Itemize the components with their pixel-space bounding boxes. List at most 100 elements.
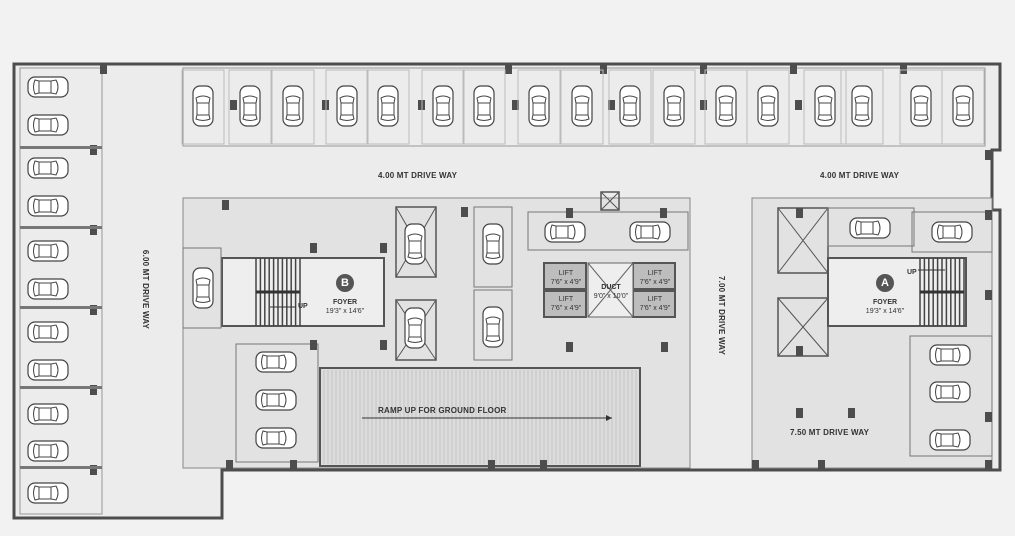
car-windshield — [407, 233, 423, 242]
car-rear-window — [935, 347, 942, 363]
parking-bay — [228, 69, 272, 145]
car-icon — [814, 85, 836, 127]
parking-bay — [182, 247, 222, 329]
car-rear-window — [550, 224, 557, 240]
car-body — [27, 440, 69, 462]
lift-name: LIFT — [647, 270, 663, 277]
car-rear-window — [574, 114, 590, 121]
car-icon — [27, 195, 69, 217]
core-block-a — [751, 197, 993, 469]
car-rear-window — [33, 198, 40, 214]
parking-bay — [746, 69, 790, 145]
car-icon — [27, 76, 69, 98]
car-windshield — [339, 95, 355, 104]
lift-label: LIFT 7'6" x 4'9" — [634, 269, 676, 287]
foyer-b-name: FOYER — [332, 299, 358, 306]
duct-cross — [587, 262, 634, 318]
car-icon — [482, 306, 504, 348]
structural-column — [600, 64, 607, 74]
car-body — [377, 85, 399, 127]
car-body — [931, 221, 973, 243]
structural-column — [796, 346, 803, 356]
car-windshield — [278, 430, 287, 446]
car-rear-window — [935, 432, 942, 448]
car-body — [27, 195, 69, 217]
car-body — [528, 85, 550, 127]
parking-bay-row — [182, 67, 986, 147]
parking-bay — [421, 69, 465, 145]
car-icon — [27, 278, 69, 300]
parking-bay — [181, 69, 225, 145]
car-icon — [849, 217, 891, 239]
car-rear-window — [33, 406, 40, 422]
car-rear-window — [261, 354, 268, 370]
cutout-cross — [600, 191, 620, 211]
car-windshield — [242, 95, 258, 104]
car-body — [282, 85, 304, 127]
structural-column — [230, 100, 237, 110]
car-body — [910, 85, 932, 127]
car-icon — [27, 440, 69, 462]
car-windshield — [380, 95, 396, 104]
car-icon — [757, 85, 779, 127]
structural-column — [752, 460, 759, 470]
structural-column — [985, 290, 992, 300]
parking-bay — [366, 69, 410, 145]
car-windshield — [666, 95, 682, 104]
car-icon — [929, 429, 971, 451]
car-body — [571, 85, 593, 127]
car-rear-window — [33, 243, 40, 259]
car-rear-window — [33, 362, 40, 378]
car-body — [629, 221, 671, 243]
car-windshield — [50, 443, 59, 459]
car-windshield — [195, 95, 211, 104]
structural-column — [290, 460, 297, 470]
car-body — [663, 85, 685, 127]
car-icon — [255, 389, 297, 411]
shaft-a-cross — [777, 207, 829, 274]
car-icon — [239, 85, 261, 127]
car-windshield — [278, 354, 287, 370]
car-rear-window — [261, 392, 268, 408]
lift-name: LIFT — [558, 270, 574, 277]
parking-bay — [608, 69, 652, 145]
car-rear-window — [817, 114, 833, 121]
car-body — [27, 240, 69, 262]
car-windshield — [760, 95, 776, 104]
car-rear-window — [531, 114, 547, 121]
car-windshield — [476, 95, 492, 104]
car-icon — [929, 381, 971, 403]
structural-column — [661, 342, 668, 352]
parking-bay — [325, 69, 369, 145]
car-windshield — [195, 277, 211, 286]
car-rear-window — [33, 443, 40, 459]
car-body — [255, 389, 297, 411]
lift-name: LIFT — [558, 296, 574, 303]
structural-column — [900, 64, 907, 74]
car-rear-window — [33, 324, 40, 340]
car-body — [27, 278, 69, 300]
structural-column — [795, 100, 802, 110]
car-rear-window — [855, 220, 862, 236]
parking-bay — [560, 69, 604, 145]
car-windshield — [817, 95, 833, 104]
car-windshield — [50, 79, 59, 95]
car-windshield — [50, 406, 59, 422]
structural-column — [985, 412, 992, 422]
car-body — [192, 267, 214, 309]
structural-column — [796, 208, 803, 218]
car-icon — [851, 85, 873, 127]
car-body — [27, 76, 69, 98]
car-icon — [931, 221, 973, 243]
lift-size: 7'6" x 4'9" — [639, 279, 671, 286]
car-icon — [27, 157, 69, 179]
car-rear-window — [485, 252, 501, 259]
ramp-arrowhead — [606, 415, 612, 421]
car-windshield — [567, 224, 576, 240]
car-body — [27, 403, 69, 425]
stair-up-label: UP — [907, 269, 917, 276]
car-windshield — [913, 95, 929, 104]
car-body — [432, 85, 454, 127]
car-body — [27, 114, 69, 136]
